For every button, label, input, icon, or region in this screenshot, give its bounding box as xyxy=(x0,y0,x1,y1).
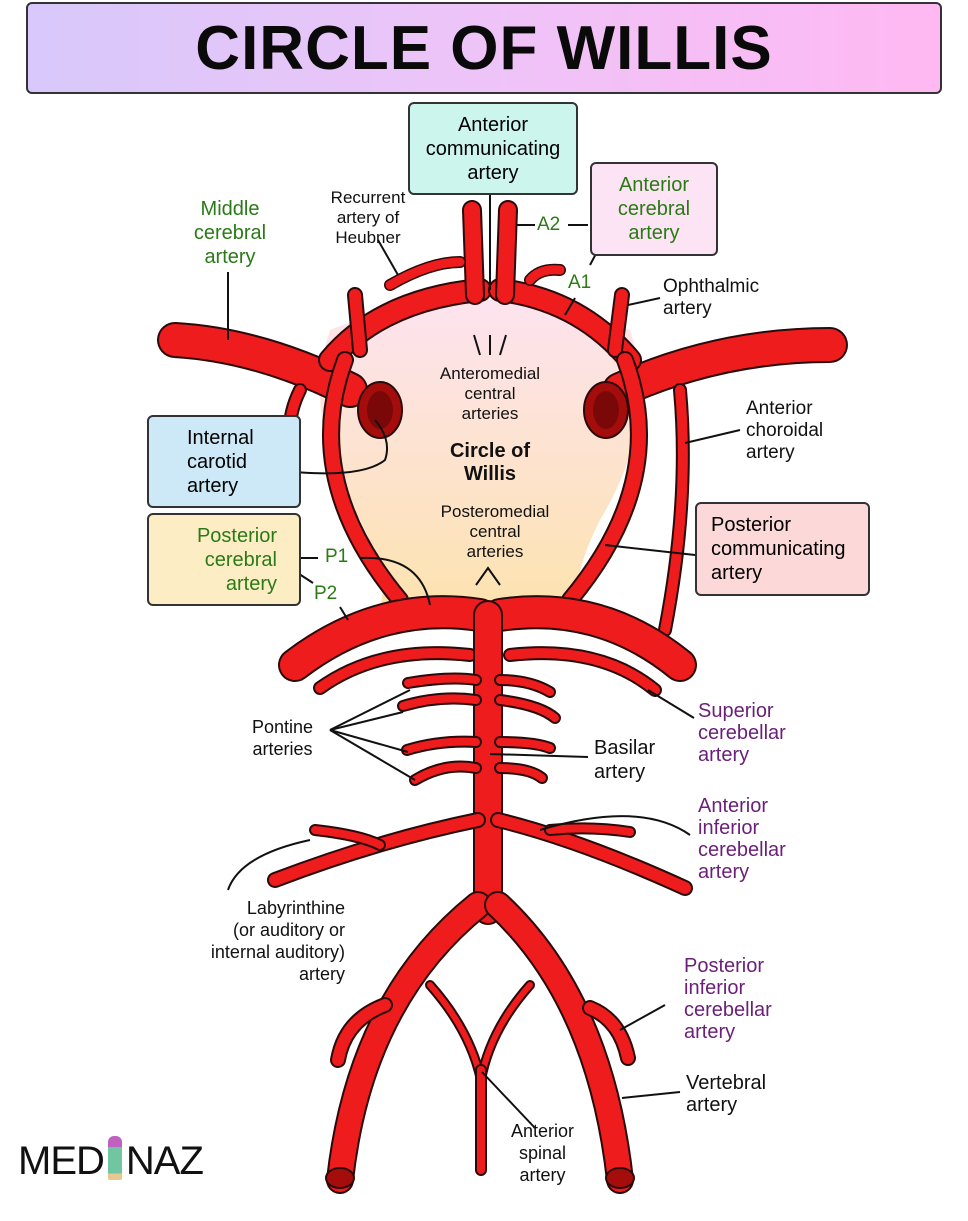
circle-region xyxy=(320,300,640,605)
pencil-icon xyxy=(107,1136,122,1180)
label-a1: A1 xyxy=(568,272,592,293)
title-banner: CIRCLE OF WILLIS xyxy=(26,2,942,94)
label-a2: A2 xyxy=(537,214,561,235)
label-p1: P1 xyxy=(325,546,349,567)
leader-lines xyxy=(227,183,741,1129)
vertebral-artery-left xyxy=(326,891,492,1194)
title-text: CIRCLE OF WILLIS xyxy=(195,13,773,83)
label-p2: P2 xyxy=(314,583,338,604)
